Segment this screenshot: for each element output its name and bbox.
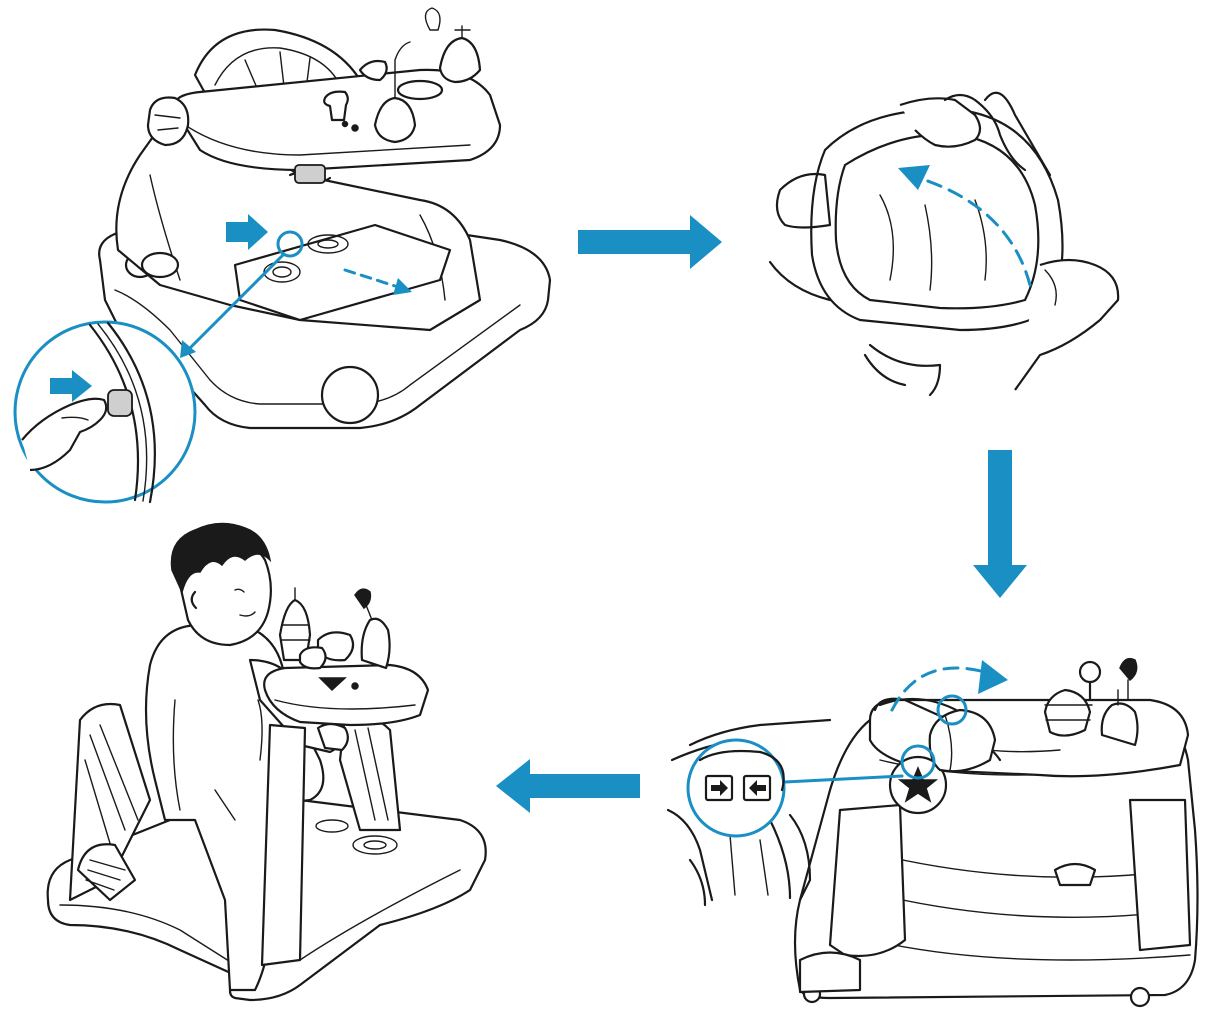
rotate-dashed-arrow: [890, 666, 987, 712]
lift-dashed-arrow: [923, 178, 1032, 287]
detail-left-arrow-icon: [749, 780, 766, 796]
flow-arrow-left-icon: [496, 759, 640, 813]
step-1-annotations: [180, 214, 412, 358]
slide-dashed-arrow: [343, 268, 397, 288]
step-2-seat-ring: [768, 91, 1120, 397]
slide-arrowhead: [393, 278, 412, 295]
flow-arrow-right-icon: [578, 215, 722, 269]
step-3-detail: [666, 718, 832, 907]
step-1-activity-center: [98, 7, 552, 430]
step-3-walker: [783, 657, 1199, 1008]
button-highlight-circle: [276, 230, 304, 258]
push-arrow-icon: [226, 214, 268, 250]
step-4-child-walker: [46, 522, 487, 1002]
step-1-detail-zoom: [13, 320, 197, 504]
detail-right-arrow-icon: [711, 780, 728, 796]
detail-leader-line: [783, 774, 904, 784]
lock-highlight-upper: [936, 694, 968, 726]
detail-push-arrow-icon: [50, 370, 92, 402]
rotate-arrowhead: [978, 660, 1008, 694]
flow-arrow-down-icon: [973, 450, 1027, 598]
lift-arrowhead: [898, 165, 930, 190]
lock-highlight-lower: [900, 744, 936, 780]
zoom-leader-line: [186, 252, 286, 352]
